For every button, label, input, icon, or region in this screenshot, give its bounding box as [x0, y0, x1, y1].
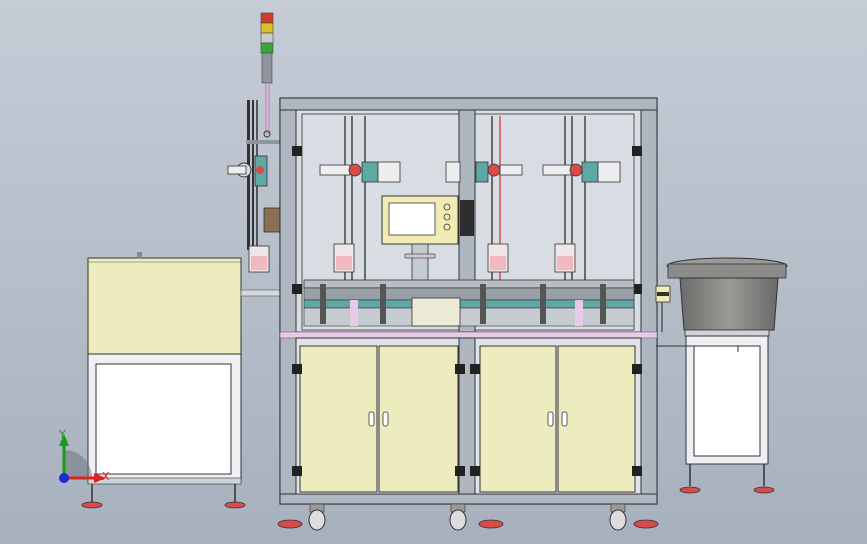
- signal-tower: [260, 12, 274, 138]
- lower-cabinet: [279, 337, 658, 505]
- hmi-touch-panel: [381, 195, 459, 289]
- conveyor-fixtures: [303, 279, 635, 327]
- cabinet-door-1: [299, 345, 378, 493]
- coordinate-triad: Y X: [58, 428, 110, 483]
- x-axis-label: X: [102, 470, 110, 483]
- cabinet-door-4: [557, 345, 636, 493]
- material-cups: [333, 243, 576, 273]
- tower-yellow-lamp: [260, 22, 274, 34]
- y-axis-label: Y: [58, 428, 66, 441]
- hmi-screen: [388, 202, 436, 236]
- left-cabinet: [81, 252, 282, 509]
- left-side-panel: [227, 100, 281, 273]
- tower-green-lamp: [260, 42, 274, 54]
- inner-mechanism: [303, 116, 635, 327]
- cabinet-door-3: [479, 345, 557, 493]
- cabinet-door-2: [378, 345, 459, 493]
- pink-rail: [279, 331, 658, 339]
- tower-red-lamp: [260, 12, 274, 24]
- left-cabinet-feet: [81, 484, 246, 509]
- casters: [277, 503, 659, 531]
- spool-unit-3: [542, 161, 621, 183]
- spool-unit-2: [445, 161, 523, 183]
- spool-unit-1: [319, 161, 401, 183]
- vibratory-bowl-feeder: [655, 257, 788, 494]
